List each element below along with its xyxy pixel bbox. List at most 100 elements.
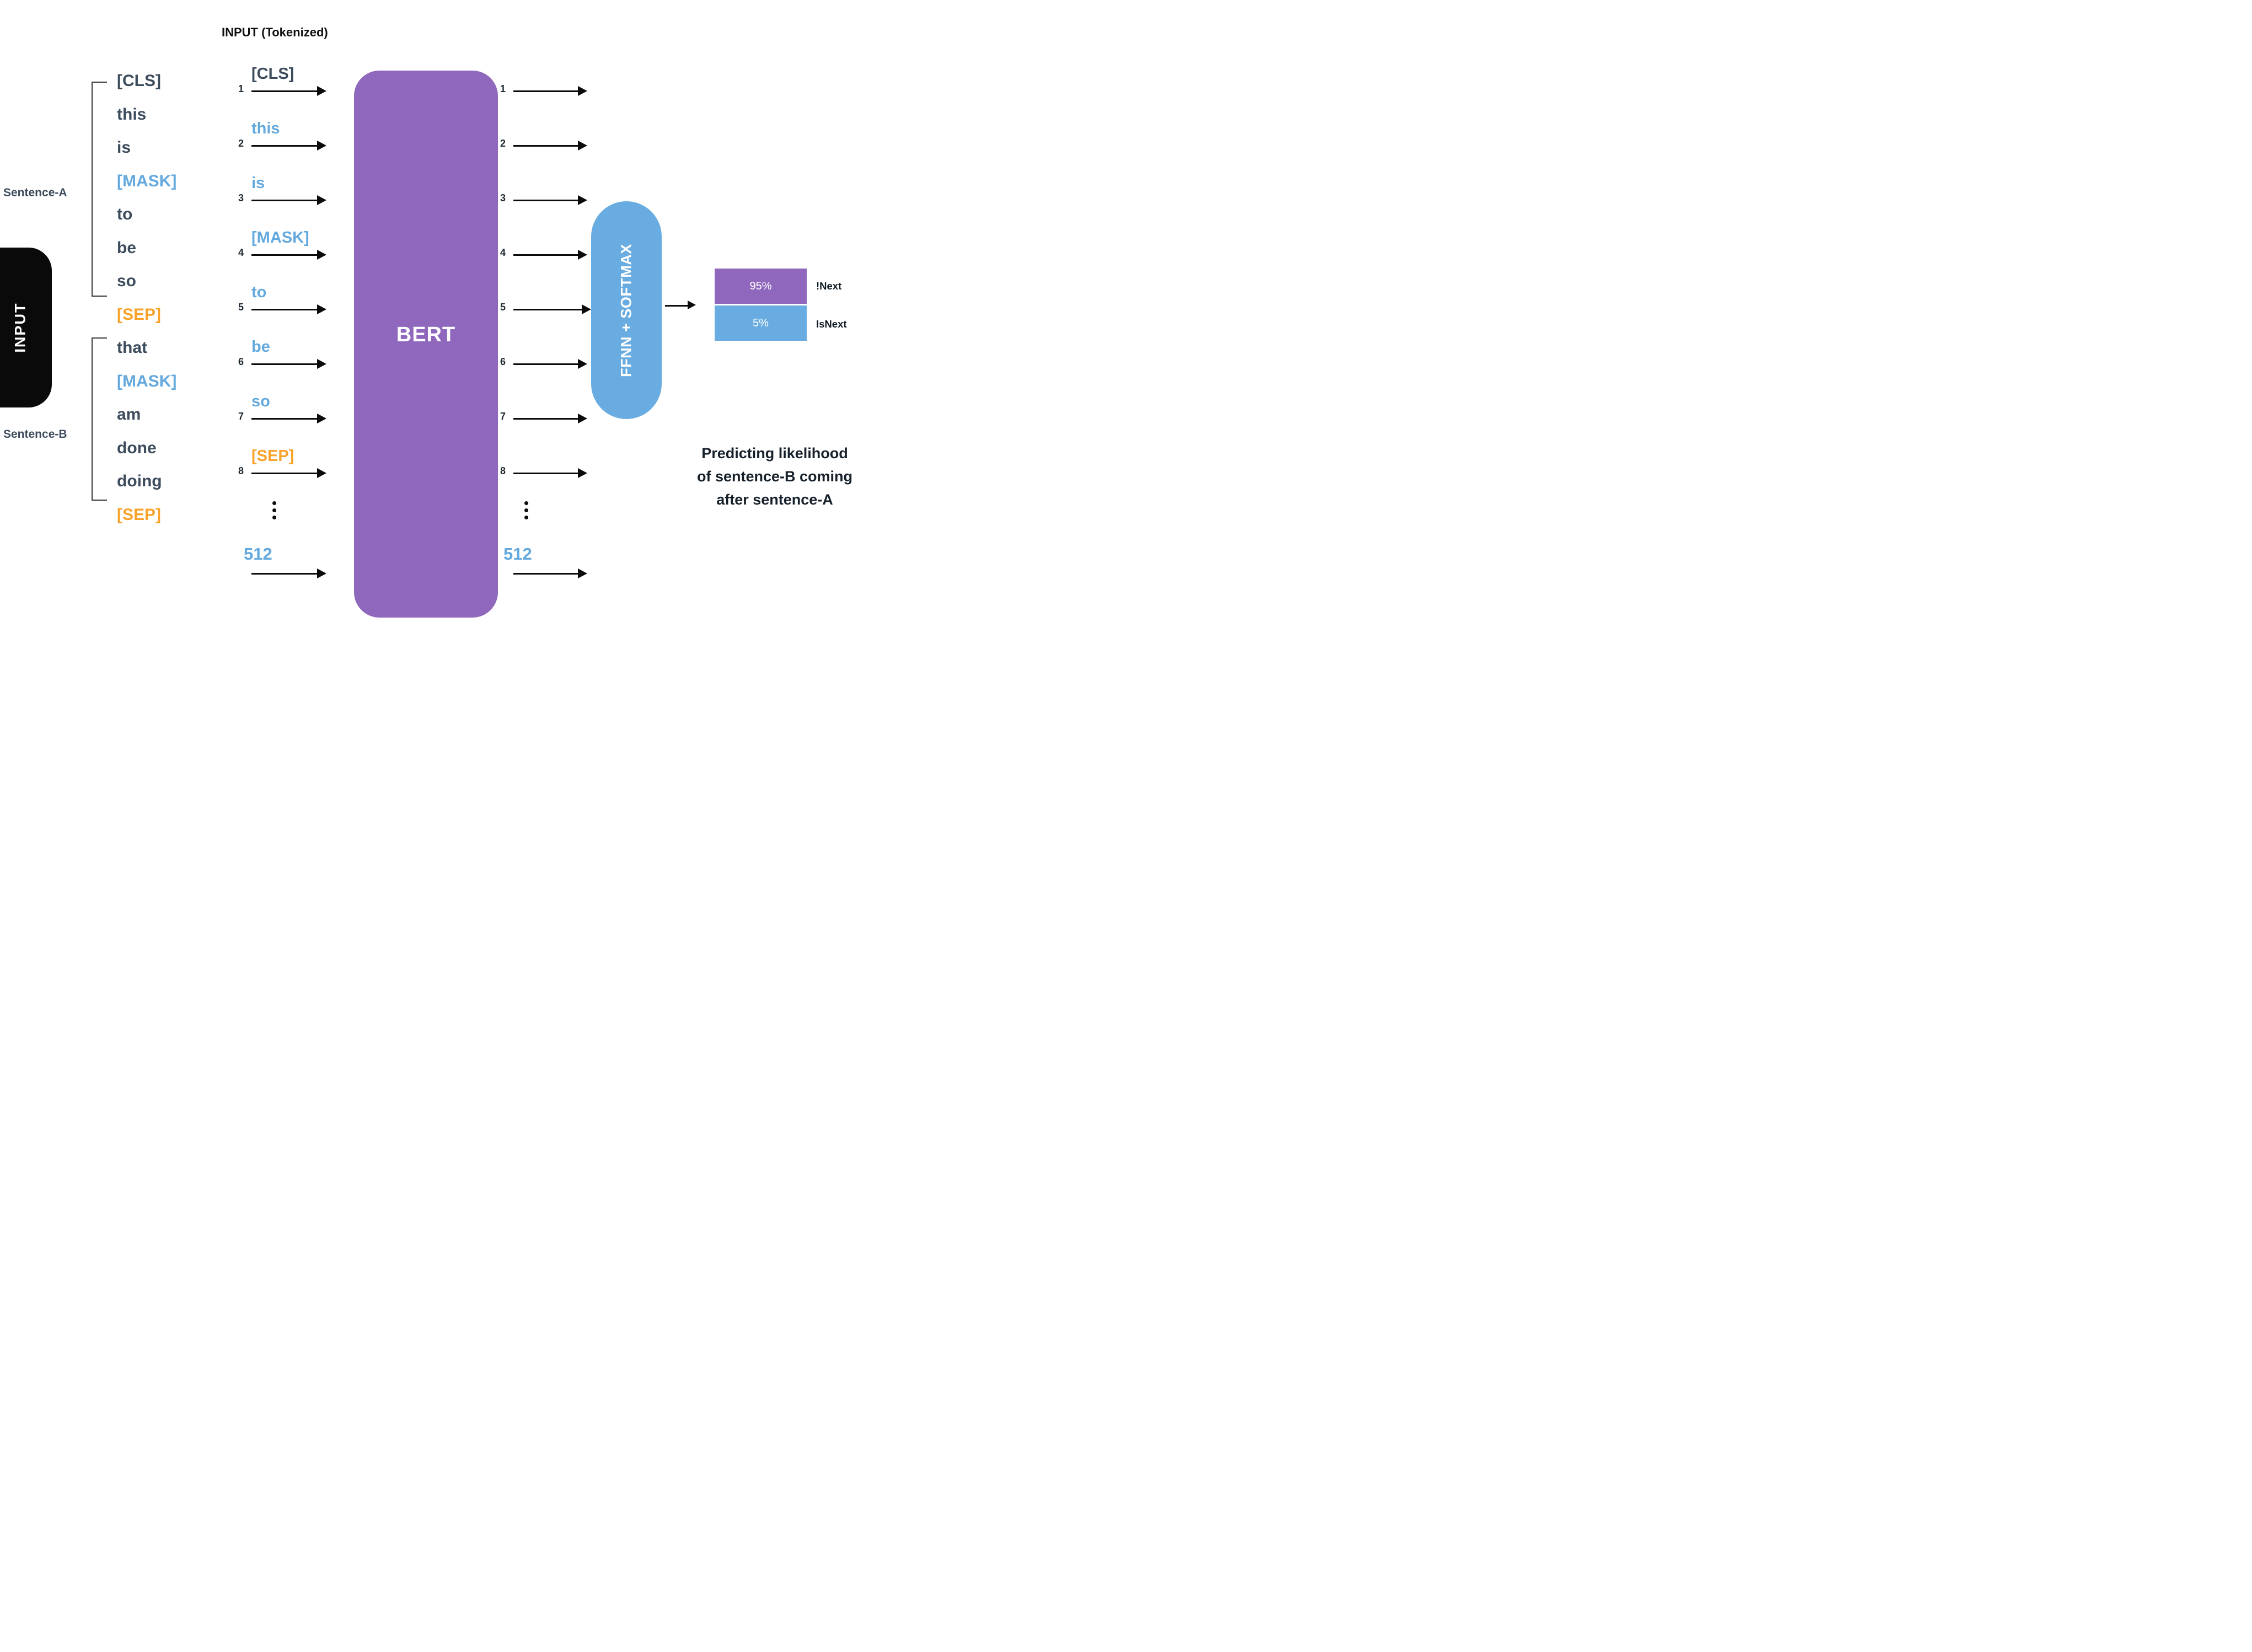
bert-nsp-diagram: INPUT (Tokenized) INPUT Sentence-A Sente… — [0, 0, 900, 661]
input-ellipsis-icon — [272, 498, 277, 523]
arrow-line — [513, 90, 578, 92]
arrow-line — [513, 417, 578, 420]
token-label: be — [251, 338, 270, 356]
arrow-line — [513, 199, 578, 201]
position-number: 8 — [238, 465, 244, 476]
bert-label: BERT — [396, 323, 456, 346]
prediction-value: 95% — [749, 280, 772, 292]
position-number: 4 — [238, 247, 244, 258]
arrow-head-icon — [578, 358, 587, 369]
arrow-head-icon — [317, 304, 326, 314]
arrow-head-icon — [317, 85, 326, 96]
arrow-line — [513, 144, 578, 147]
arrow-head-icon — [578, 85, 587, 96]
arrow-head-icon — [317, 568, 326, 578]
ffnn-softmax-label: FFNN + SOFTMAX — [618, 243, 635, 377]
input-token: doing — [117, 472, 162, 491]
prediction-bar-not-next: 95% — [715, 269, 807, 304]
position-number: 4 — [500, 247, 506, 258]
token-label: so — [251, 393, 270, 410]
arrow-line — [251, 572, 318, 575]
sentence-a-bracket — [92, 82, 107, 297]
input-token: done — [117, 438, 157, 457]
token-label: is — [251, 174, 265, 192]
arrow-line — [513, 572, 578, 575]
arrow-line — [251, 144, 318, 147]
position-number: 3 — [500, 192, 506, 203]
position-number: 6 — [500, 356, 506, 367]
position-number: 7 — [500, 411, 506, 422]
position-number: 3 — [238, 192, 244, 203]
input-token: that — [117, 339, 147, 357]
output-ellipsis-icon — [524, 498, 529, 523]
input-token-mask: [MASK] — [117, 171, 177, 190]
arrow-line — [251, 417, 318, 420]
position-number: 7 — [238, 411, 244, 422]
is-next-label: IsNext — [816, 318, 847, 330]
arrow-line — [251, 199, 318, 201]
input-token-sep: [SEP] — [117, 305, 162, 324]
arrow-head-icon — [688, 301, 696, 309]
sentence-b-bracket — [92, 337, 107, 501]
input-token: be — [117, 238, 137, 257]
input-token: this — [117, 105, 147, 124]
arrow-line — [251, 254, 318, 256]
position-number: 5 — [238, 302, 244, 313]
position-number: 5 — [500, 302, 506, 313]
caption-line: after sentence-A — [716, 491, 833, 508]
not-next-label: !Next — [816, 280, 842, 292]
sentence-a-label: Sentence-A — [3, 186, 67, 199]
token-label: [MASK] — [251, 229, 309, 246]
token-label: to — [251, 283, 267, 301]
input-token: so — [117, 272, 137, 291]
tokenized-input-heading: INPUT (Tokenized) — [222, 25, 328, 39]
arrow-line — [513, 308, 582, 310]
position-number: 1 — [500, 83, 506, 94]
input-token-list: [CLS] this is [MASK] to be so [SEP] that… — [117, 65, 176, 532]
input-token: is — [117, 138, 131, 157]
token-label: this — [251, 120, 280, 137]
arrow-line — [513, 363, 578, 365]
token-label: [SEP] — [251, 447, 294, 465]
arrow-head-icon — [582, 304, 591, 314]
position-number: 8 — [500, 465, 506, 476]
prediction-value: 5% — [753, 317, 769, 329]
position-number: 2 — [500, 138, 506, 149]
token-label: [CLS] — [251, 65, 294, 83]
arrow-line — [251, 472, 318, 474]
arrow-head-icon — [578, 468, 587, 478]
caption-line: of sentence-B coming — [696, 468, 853, 485]
arrow-line — [251, 308, 318, 310]
arrow-head-icon — [317, 140, 326, 151]
input-token: [CLS] — [117, 72, 161, 90]
arrow-head-icon — [578, 568, 587, 578]
arrow-head-icon — [317, 195, 326, 205]
input-pill: INPUT — [0, 248, 52, 407]
arrow-head-icon — [317, 413, 326, 423]
arrow-line — [251, 363, 318, 365]
position-number: 1 — [238, 83, 244, 94]
sentence-b-label: Sentence-B — [3, 428, 67, 441]
position-number: 6 — [238, 356, 244, 367]
arrow-head-icon — [317, 249, 326, 260]
max-position-label: 512 — [503, 544, 532, 564]
arrow-head-icon — [578, 140, 587, 151]
prediction-bar-is-next: 5% — [715, 305, 807, 341]
ffnn-softmax-block: FFNN + SOFTMAX — [591, 201, 662, 419]
arrow-head-icon — [317, 358, 326, 369]
arrow-head-icon — [317, 468, 326, 478]
arrow-line — [513, 254, 578, 256]
bert-block: BERT — [354, 71, 498, 618]
input-token: am — [117, 405, 141, 424]
input-token-mask: [MASK] — [117, 372, 177, 390]
position-number: 2 — [238, 138, 244, 149]
arrow-head-icon — [578, 195, 587, 205]
arrow-line — [251, 90, 318, 92]
arrow-head-icon — [578, 413, 587, 423]
input-token: to — [117, 205, 133, 224]
arrow-line — [665, 304, 688, 307]
arrow-line — [513, 472, 578, 474]
caption-line: Predicting likelihood — [701, 445, 848, 462]
max-position-label: 512 — [244, 544, 272, 564]
input-token-sep: [SEP] — [117, 505, 162, 524]
